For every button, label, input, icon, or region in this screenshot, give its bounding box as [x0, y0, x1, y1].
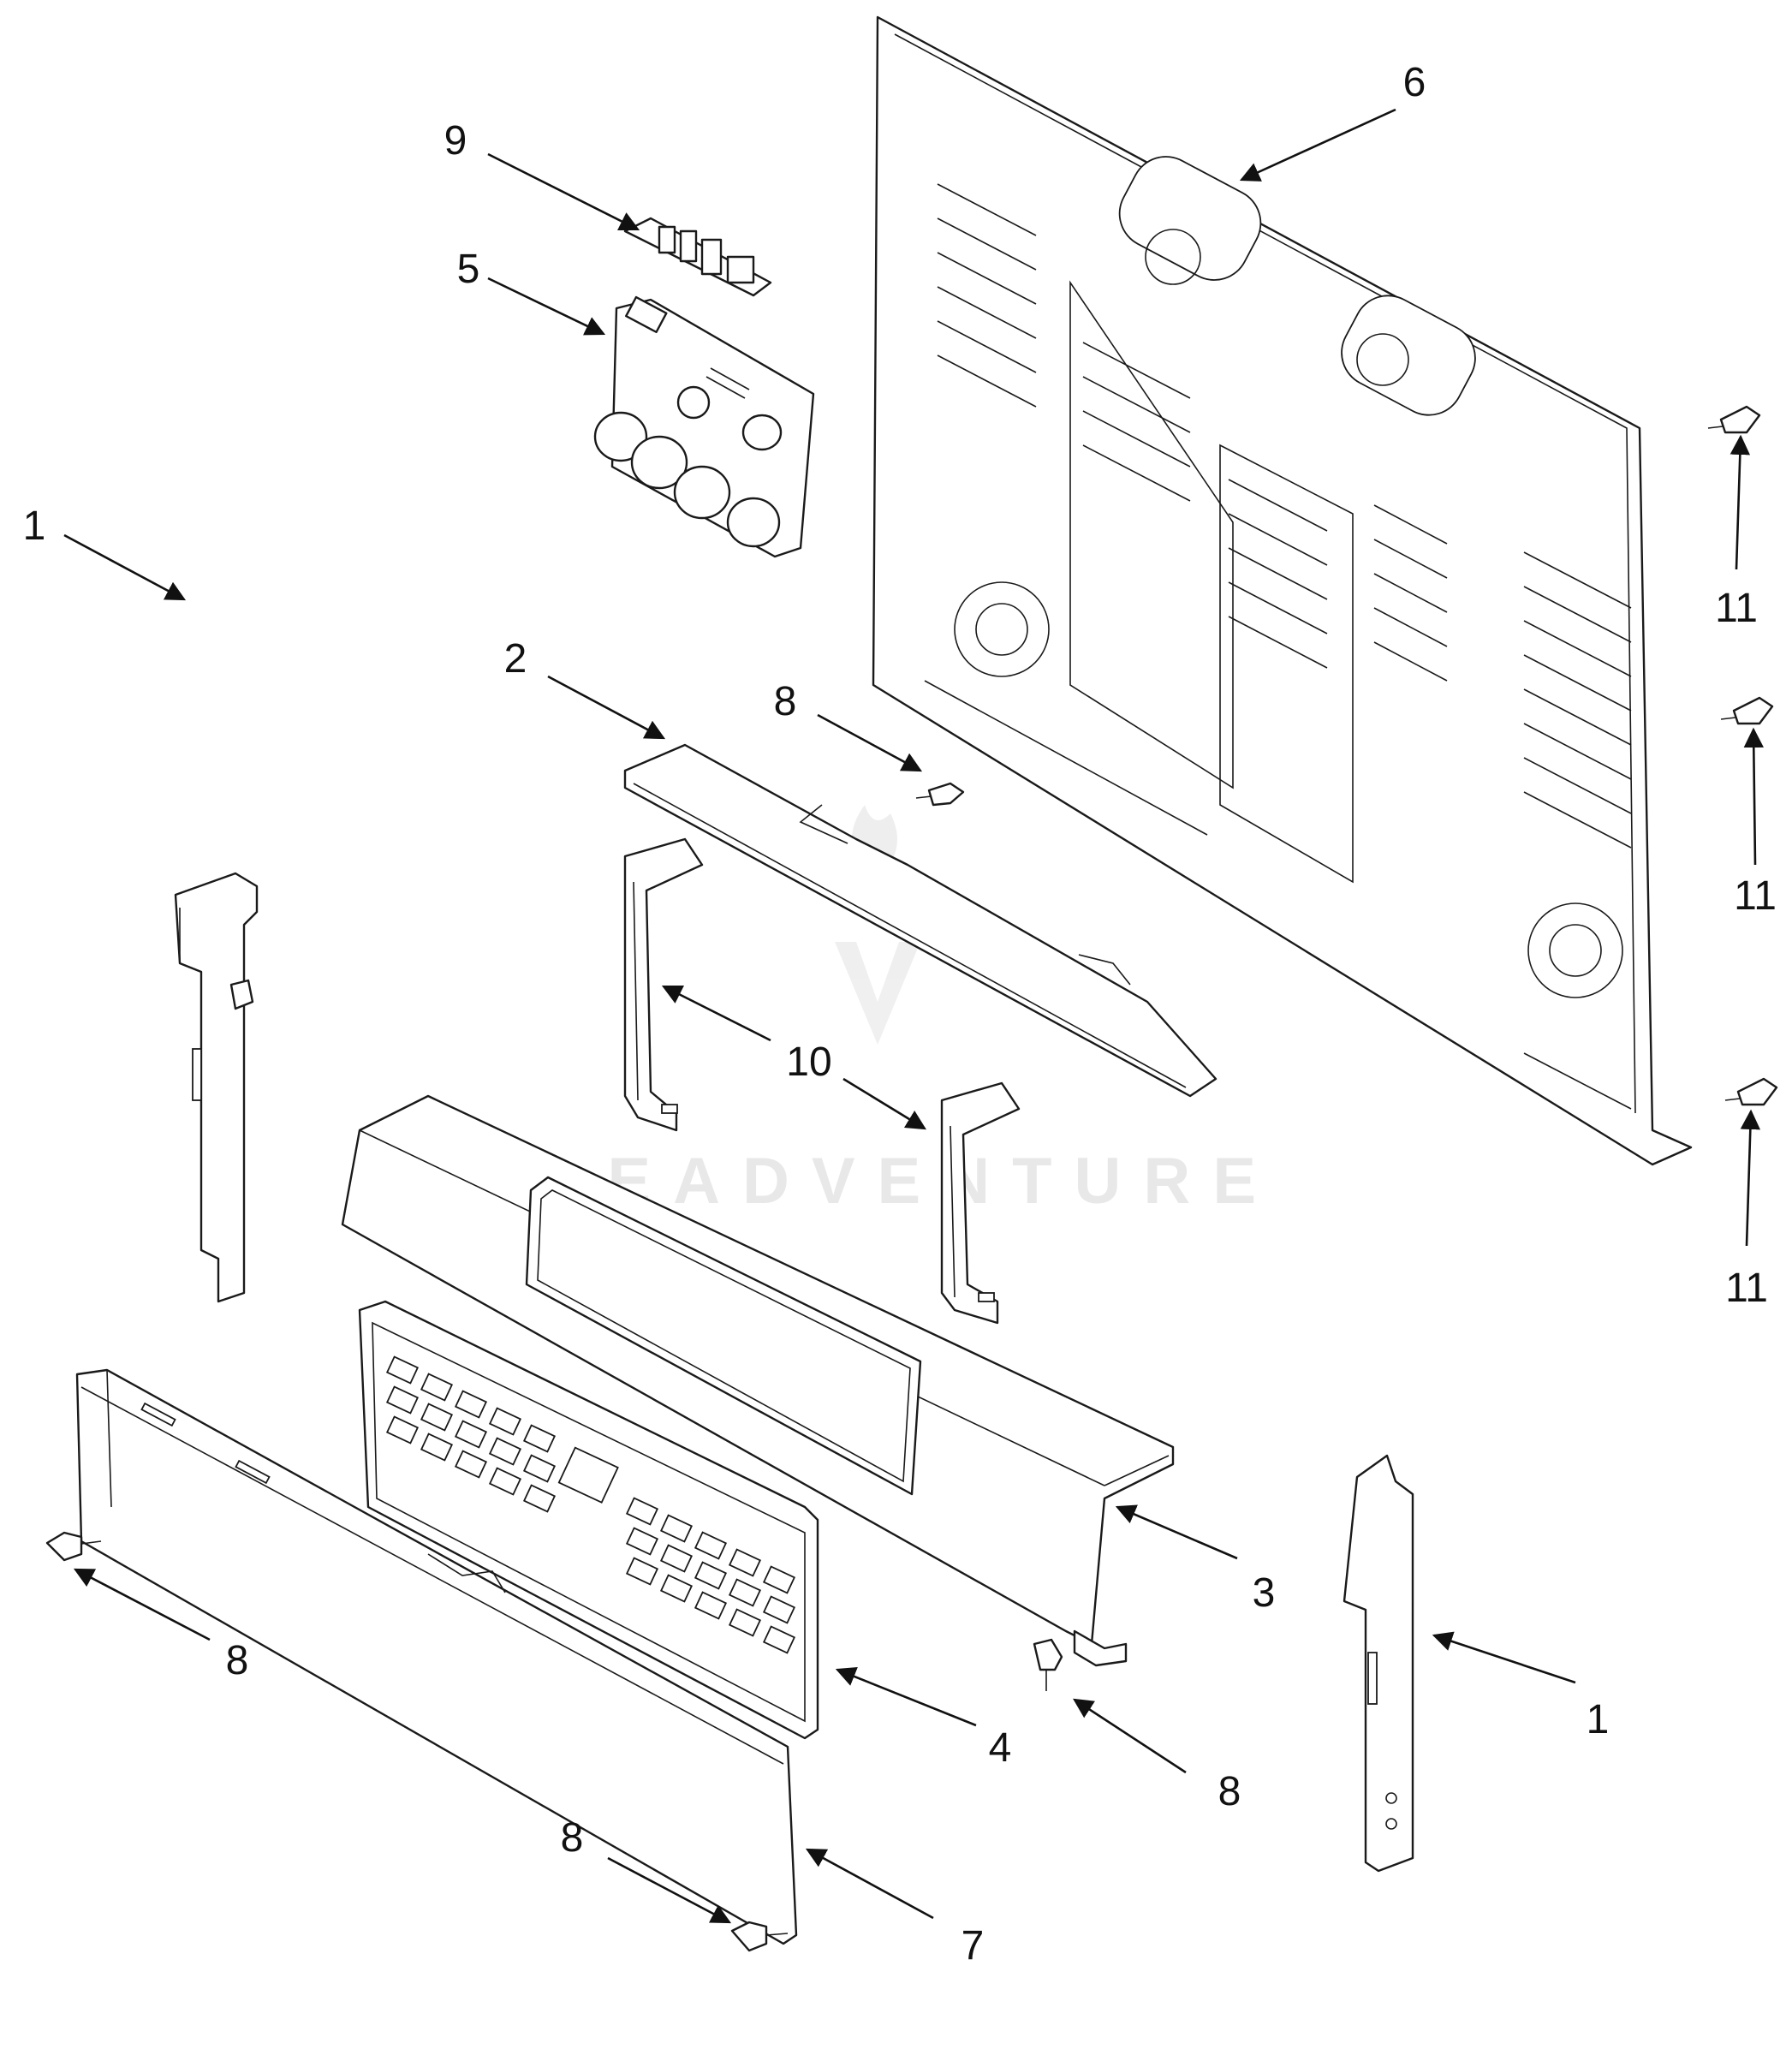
- leader-arrows: [63, 108, 1764, 1924]
- leader-11-mid: [1743, 727, 1764, 866]
- end-cap-left-part-1: [174, 872, 259, 1303]
- back-panel-part-6: [872, 15, 1693, 1166]
- leader-2: [547, 675, 666, 740]
- screw-part-8-top: [915, 782, 965, 807]
- callout-8-mid: 8: [1218, 1769, 1241, 1814]
- callout-2: 2: [504, 636, 527, 682]
- callout-4: 4: [989, 1725, 1012, 1771]
- screw-part-8-left: [45, 1531, 102, 1562]
- leader-8-top: [817, 713, 923, 772]
- watermark-text: LEADVENTURE: [545, 1145, 1278, 1218]
- leader-9: [487, 152, 640, 231]
- callout-8-bottom: 8: [561, 1815, 584, 1861]
- callout-6: 6: [1403, 60, 1426, 105]
- console-panel-part-3: [341, 1094, 1175, 1667]
- leader-10-a: [661, 985, 771, 1042]
- keypad-part-4: [358, 1300, 819, 1740]
- terminal-block-part-9: [623, 217, 772, 297]
- bracket-right-part-10: [940, 1081, 1021, 1325]
- screw-part-8-mid: [1033, 1638, 1063, 1691]
- leader-1-left: [63, 533, 187, 601]
- keypad-buttons: [385, 1355, 796, 1654]
- watermark: LEADVENTURE: [545, 805, 1278, 1218]
- control-board-part-5: [593, 295, 815, 558]
- leader-4: [835, 1666, 977, 1727]
- callout-8-left: 8: [226, 1638, 249, 1683]
- leader-7: [805, 1848, 934, 1920]
- leader-3: [1115, 1504, 1238, 1560]
- leader-8-bottom: [607, 1856, 732, 1924]
- callout-11-mid: 11: [1734, 873, 1777, 919]
- callout-5: 5: [457, 247, 480, 292]
- end-cap-right-part-1: [1343, 1454, 1414, 1873]
- leader-5: [487, 277, 606, 336]
- leader-8-mid: [1073, 1698, 1187, 1774]
- leader-1-right: [1432, 1631, 1576, 1684]
- callout-labels: 9 5 6 2 8 1 10 3 1 8 4 8 8 7 11 11 11: [23, 60, 1777, 1969]
- bracket-left-part-10: [623, 837, 704, 1132]
- leader-11-bottom: [1740, 1109, 1761, 1247]
- upper-rail-part-2: [623, 743, 1217, 1098]
- leader-8-left: [73, 1568, 211, 1641]
- callout-8-top: 8: [774, 679, 797, 724]
- leader-10-b: [842, 1077, 926, 1130]
- screw-part-11-bottom: [1724, 1077, 1778, 1106]
- callout-11-top: 11: [1715, 586, 1758, 631]
- leader-11-top: [1729, 434, 1751, 570]
- callout-9: 9: [444, 118, 467, 164]
- callout-10: 10: [786, 1039, 831, 1085]
- screw-part-8-bottom: [730, 1921, 789, 1952]
- leader-6: [1239, 108, 1396, 182]
- callout-7: 7: [961, 1923, 985, 1969]
- callout-11-bottom: 11: [1725, 1266, 1768, 1311]
- vent-slots: [937, 183, 1632, 1110]
- callout-1-left: 1: [23, 503, 46, 549]
- screw-part-11-mid: [1720, 696, 1774, 725]
- callout-1-right: 1: [1587, 1697, 1610, 1742]
- screw-part-11-top: [1707, 405, 1761, 434]
- callout-3: 3: [1253, 1570, 1276, 1616]
